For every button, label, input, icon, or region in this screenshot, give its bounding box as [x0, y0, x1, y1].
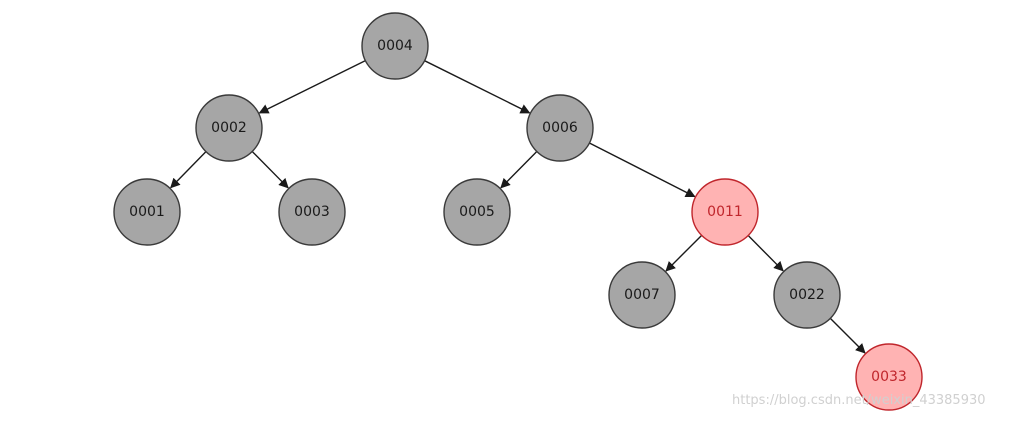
edge-0011-0022	[747, 234, 784, 272]
node-label: 0007	[624, 287, 660, 303]
edge-0006-0011	[589, 142, 696, 198]
node-label: 0002	[211, 120, 247, 136]
node-circle	[278, 178, 346, 246]
node-circle	[691, 178, 759, 246]
tree-node-0002: 0002	[195, 94, 263, 162]
tree-node-0005: 0005	[443, 178, 511, 246]
edge-0011-0007	[665, 234, 703, 272]
node-label: 0001	[129, 204, 165, 220]
edge-0006-0005	[500, 150, 538, 189]
node-label: 0006	[542, 120, 578, 136]
edge-0002-0001	[170, 151, 207, 189]
node-circle	[526, 94, 594, 162]
node-circle	[113, 178, 181, 246]
edges-layer	[170, 59, 866, 354]
node-circle	[361, 12, 429, 80]
tree-node-0011: 0011	[691, 178, 759, 246]
edge-0004-0006	[424, 60, 531, 114]
node-label: 0033	[871, 369, 907, 385]
tree-node-0001: 0001	[113, 178, 181, 246]
node-circle	[855, 343, 923, 411]
node-circle	[443, 178, 511, 246]
node-circle	[773, 261, 841, 329]
watermark-text: https://blog.csdn.net/weixin_43385930	[732, 393, 986, 408]
tree-node-0033: 0033	[855, 343, 923, 411]
node-label: 0003	[294, 204, 330, 220]
node-circle	[608, 261, 676, 329]
tree-node-0003: 0003	[278, 178, 346, 246]
tree-node-0004: 0004	[361, 12, 429, 80]
tree-node-0006: 0006	[526, 94, 594, 162]
tree-node-0007: 0007	[608, 261, 676, 329]
tree-node-0022: 0022	[773, 261, 841, 329]
node-label: 0004	[377, 38, 413, 54]
node-label: 0022	[789, 287, 825, 303]
node-label: 0005	[459, 204, 495, 220]
nodes-layer: 0004 0002 0006 0001 0003 0005 0011 0007 0022 0033	[113, 12, 923, 411]
edge-0022-0033	[829, 317, 866, 354]
node-label: 0011	[707, 204, 743, 220]
edge-0004-0002	[258, 59, 366, 114]
edge-0002-0003	[251, 150, 289, 189]
node-circle	[195, 94, 263, 162]
